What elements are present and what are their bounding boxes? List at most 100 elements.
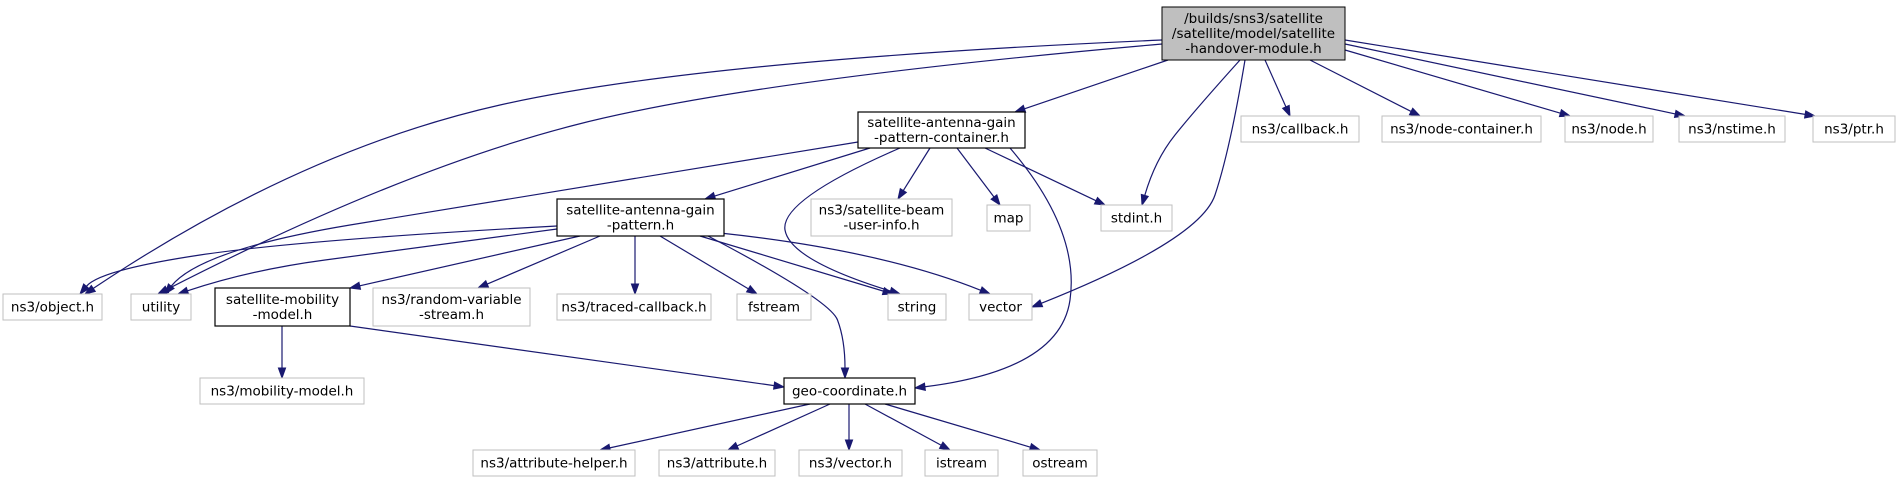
arrowhead-icon [897, 187, 908, 201]
node-label-line: ns3/callback.h [1252, 122, 1349, 138]
edge-line [1264, 59, 1287, 108]
node-label-line: -model.h [253, 307, 313, 323]
node-root[interactable]: /builds/sns3/satellite/satellite/model/s… [1161, 6, 1346, 61]
node-label-line: ns3/satellite-beam [819, 203, 945, 219]
node-map: map [986, 204, 1031, 232]
node-ostream: ostream [1022, 449, 1098, 477]
edge-line [609, 403, 811, 449]
arrowhead-icon [913, 382, 926, 391]
node-label-line: ns3/random-variable [381, 292, 521, 308]
node-label-line: satellite-antenna-gain [566, 203, 714, 219]
node-traced: ns3/traced-callback.h [556, 293, 712, 321]
edge-gainpattern-to-randomvar [476, 235, 601, 289]
arrowhead-icon [990, 194, 1001, 207]
edge-line [784, 147, 901, 292]
edge-line [864, 403, 942, 446]
node-label-line: ns3/attribute.h [667, 456, 767, 472]
edge-line [659, 235, 749, 290]
arrowhead-icon [1093, 196, 1107, 206]
edge-line [884, 403, 1031, 448]
edge-line [699, 235, 884, 292]
node-box [472, 449, 636, 477]
edge-gainpattern-to-vector [719, 232, 992, 295]
edge-line [170, 141, 859, 287]
node-label-line: map [994, 211, 1024, 227]
node-utility: utility [130, 293, 192, 321]
node-gainpattern[interactable]: satellite-antenna-gain-pattern.h [556, 198, 725, 237]
arrowhead-icon [1030, 299, 1044, 308]
edge-line [707, 235, 846, 369]
node-label-line: vector [979, 300, 1022, 316]
node-ptr: ns3/ptr.h [1812, 115, 1896, 143]
arrowhead-icon [773, 381, 786, 390]
node-label-line: stdint.h [1111, 211, 1162, 227]
arrowhead-icon [1013, 104, 1027, 113]
nodes-layer: /builds/sns3/satellite/satellite/model/s… [2, 6, 1896, 477]
node-label-line: string [898, 300, 937, 316]
arrowhead-icon [1408, 107, 1422, 117]
node-mobility[interactable]: satellite-mobility-model.h [214, 287, 351, 327]
edge-root-to-ptr [1344, 39, 1817, 119]
node-label-line: ns3/node.h [1571, 122, 1646, 138]
edge-root-to-nstime [1344, 43, 1687, 119]
edge-root-to-object [83, 39, 1163, 295]
arrowhead-icon [745, 284, 759, 295]
edge-line [349, 325, 775, 387]
edge-mobility-to-mobilitymodel [277, 326, 287, 380]
arrowhead-icon [726, 441, 740, 451]
node-nstime: ns3/nstime.h [1678, 115, 1786, 143]
node-mobilitymodel: ns3/mobility-model.h [199, 377, 365, 405]
node-box [1240, 115, 1360, 143]
arrowhead-icon [1140, 193, 1150, 207]
node-label-line: -stream.h [419, 307, 484, 323]
node-box [1678, 115, 1786, 143]
node-box [1161, 6, 1346, 61]
node-string: string [887, 293, 947, 321]
edge-line [956, 147, 995, 198]
node-label-line: /satellite/model/satellite [1172, 26, 1335, 42]
edge-root-to-callback [1264, 59, 1291, 118]
edge-geo-to-istream [864, 403, 952, 451]
edge-line [714, 147, 871, 197]
node-box [556, 198, 725, 237]
node-label-line: ns3/ptr.h [1824, 122, 1884, 138]
edge-line [92, 39, 1163, 289]
edge-line [736, 403, 831, 447]
node-box [2, 293, 103, 321]
node-box [372, 287, 531, 327]
node-box [214, 287, 351, 327]
edge-gainpattern-to-fstream [659, 235, 759, 295]
arrowhead-icon [176, 286, 190, 295]
edge-line [1024, 59, 1169, 110]
edge-line [1344, 43, 1676, 115]
edge-line [1344, 49, 1561, 114]
node-beaminfo: ns3/satellite-beam-user-info.h [810, 198, 953, 237]
arrowhead-icon [844, 439, 854, 452]
arrowhead-icon [348, 281, 362, 290]
edge-line [1344, 39, 1806, 115]
node-box [810, 198, 953, 237]
edge-line [1309, 59, 1412, 112]
edge-root-to-nodecontainer [1309, 59, 1422, 117]
node-label-line: geo-coordinate.h [792, 384, 907, 400]
node-randomvar: ns3/random-variable-stream.h [372, 287, 531, 327]
node-node: ns3/node.h [1564, 115, 1654, 143]
node-box [1812, 115, 1896, 143]
node-geo[interactable]: geo-coordinate.h [783, 377, 916, 405]
node-label-line: ns3/nstime.h [1688, 122, 1776, 138]
edge-gaincontainer-to-stdint [984, 147, 1107, 206]
node-gaincontainer[interactable]: satellite-antenna-gain-pattern-container… [857, 111, 1026, 149]
node-box [857, 111, 1026, 149]
arrowhead-icon [476, 279, 490, 289]
node-fstream: fstream [736, 293, 812, 321]
node-box [556, 293, 712, 321]
edge-line [1041, 59, 1246, 304]
node-label-line: -pattern.h [607, 218, 674, 234]
edge-root-to-gaincontainer [1013, 59, 1169, 113]
edge-gaincontainer-to-geo [913, 147, 1072, 391]
node-nodecontainer: ns3/node-container.h [1381, 115, 1542, 143]
node-box [1022, 449, 1098, 477]
node-label-line: satellite-mobility [226, 292, 339, 308]
node-label-line: utility [142, 300, 180, 316]
